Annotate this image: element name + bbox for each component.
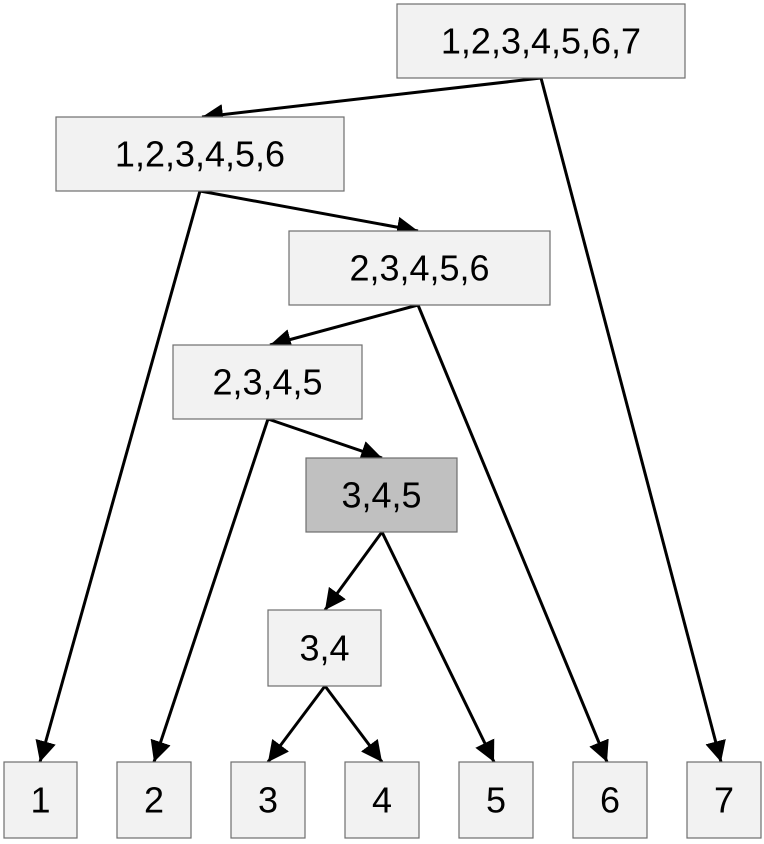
node-leaf7: 7 — [686, 761, 762, 839]
node-label: 3 — [258, 780, 278, 821]
node-label: 4 — [372, 780, 392, 821]
node-box — [396, 3, 686, 79]
node-box — [458, 761, 534, 839]
edge-n2345-to-leaf2 — [150, 418, 270, 763]
edge-n34-to-leaf4 — [323, 685, 384, 763]
node-box — [305, 457, 458, 533]
node-n345: 3,4,5 — [305, 457, 458, 533]
node-leaf6: 6 — [572, 761, 648, 839]
node-leaf2: 2 — [116, 761, 192, 839]
node-n2345: 2,3,4,5 — [172, 344, 363, 420]
node-box — [267, 609, 382, 687]
node-n1234567: 1,2,3,4,5,6,7 — [396, 3, 686, 79]
node-label: 5 — [486, 780, 506, 821]
node-label: 3,4 — [299, 628, 349, 669]
node-leaf4: 4 — [344, 761, 420, 839]
node-n123456: 1,2,3,4,5,6 — [55, 116, 345, 192]
node-n34: 3,4 — [267, 609, 382, 687]
node-box — [172, 344, 363, 420]
node-box — [572, 761, 648, 839]
node-label: 2,3,4,5 — [212, 362, 322, 403]
node-box — [3, 761, 78, 839]
nodes: 1,2,3,4,5,6,7 1,2,3,4,5,6 2,3,4,5,6 2,3,4,5… — [3, 3, 762, 839]
node-leaf5: 5 — [458, 761, 534, 839]
edge-n23456-to-n2345 — [269, 303, 419, 350]
node-box — [55, 116, 345, 192]
node-box — [116, 761, 192, 839]
edge-n123456-to-leaf1 — [35, 190, 202, 763]
node-box — [686, 761, 762, 839]
node-leaf1: 1 — [3, 761, 78, 839]
edges — [35, 76, 726, 763]
edge-n345-to-n34 — [323, 531, 384, 611]
node-label: 1,2,3,4,5,6 — [115, 134, 285, 175]
node-label: 1,2,3,4,5,6,7 — [441, 21, 641, 62]
node-box — [344, 761, 420, 839]
edge-n23456-to-leaf6 — [416, 304, 609, 763]
node-box — [230, 761, 306, 839]
edge-n123456-to-n23456 — [199, 189, 419, 238]
edge-n2345-to-n345 — [267, 417, 383, 462]
node-label: 2,3,4,5,6 — [349, 248, 489, 289]
edge-n1234567-to-n123456 — [201, 76, 542, 126]
node-leaf3: 3 — [230, 761, 306, 839]
node-n23456: 2,3,4,5,6 — [288, 230, 551, 306]
node-label: 3,4,5 — [341, 475, 421, 516]
node-box — [288, 230, 551, 306]
node-label: 6 — [600, 780, 620, 821]
edge-n1234567-to-leaf7 — [539, 77, 726, 763]
node-label: 1 — [30, 780, 50, 821]
node-label: 2 — [144, 780, 164, 821]
edge-n34-to-leaf3 — [266, 685, 327, 763]
edge-n345-to-leaf5 — [380, 531, 496, 763]
node-label: 7 — [714, 780, 734, 821]
